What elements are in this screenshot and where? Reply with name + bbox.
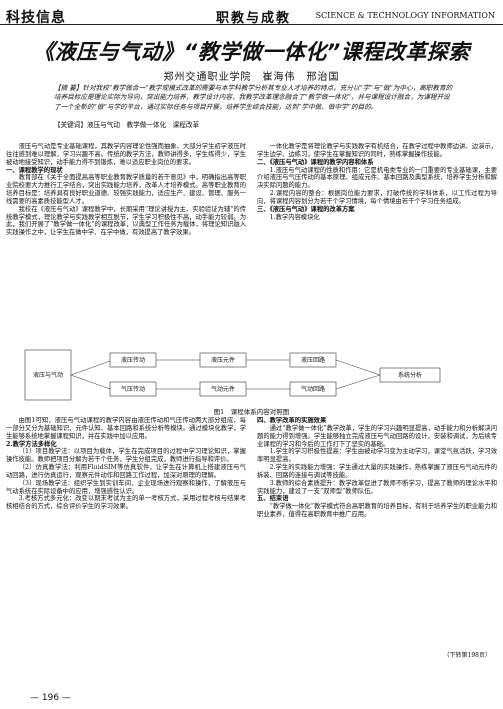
keywords: 【关键词】液压与气动 教学做一体化 课程改革	[54, 121, 200, 129]
box-label: 液压与气动	[33, 371, 63, 379]
abstract: 【摘 要】针对我校“教学做合一”教学观模式改革的需要与本学科教学分析其专业人才培…	[54, 84, 453, 111]
paragraph: 3.教师的综合素质提升：教学改革促进了教师不断学习，提高了教师的理论水平和实践能…	[257, 479, 497, 495]
journal-english: SCIENCE & TECHNOLOGY INFORMATION	[315, 11, 495, 20]
right-column: 一体化教学是将理论教学与实践教学有机结合，在教学过程中教师边讲、边演示，学生边学…	[257, 143, 497, 343]
course-structure-figure: 液压与气动 液压传动 气压传动 液压元件 气动元件 液压回路 气动回路 系统分析	[20, 346, 490, 410]
bottom-right-column: 四、教学改革的实施效果 通过“教学做一体化”教学改革，学生的学习兴趣明显提高，动…	[257, 417, 497, 649]
paragraph: 教育部在《关于全面提高高等职业教育教学质量的若干意见》中，明确指出高等职业院校要…	[6, 174, 246, 205]
box-label: 液压传动	[121, 356, 145, 364]
paragraph: 液压与气动是专业基础课程，其教学内容理论性强而抽象，大部分学生初学液压时往往感到…	[6, 143, 246, 166]
box-label: 气压传动	[121, 385, 145, 393]
section-heading: 二、《液压与气动》课程的教学内容和体系	[257, 158, 374, 166]
article-authors: 郑州交通职业学院 崔海伟 邢治国	[163, 72, 340, 83]
box-label: 液压回路	[301, 356, 325, 364]
header-rule	[0, 24, 503, 25]
box-label: 气动元件	[211, 385, 235, 393]
structure-diagram: 液压与气动 液压传动 气压传动 液压元件 气动元件 液压回路 气动回路 系统分析	[24, 349, 441, 401]
system-box	[379, 367, 441, 383]
box-label: 液压元件	[211, 356, 235, 364]
paragraph: 一体化教学是将理论教学与实践教学有机结合，在教学过程中教师边讲、边演示，学生边学…	[257, 143, 497, 158]
paragraph: 1.液压与气动课程的性质和作用：它是机电类专业的一门重要的专业基础课，主要介绍液…	[257, 166, 497, 190]
page-number: — 196 —	[30, 693, 71, 703]
continuation-note: （下转第198页）	[443, 652, 491, 659]
paragraph: （1）项目教学法：以项目为载体，学生在完成项目的过程中学习理论知识，掌握操作技能…	[6, 448, 246, 464]
paragraph: “教学做一体化”教学模式符合高职教育的培养目标，有利于培养学生的职业能力和职业素…	[257, 503, 497, 519]
section-heading: 三、《液压与气动》课程的改革方案	[257, 205, 355, 213]
paragraph: 1.教学内容模块化	[269, 213, 320, 221]
paragraph: （3）现场教学法：组织学生到实训车间、企业现场进行观察和操作，了解液压与气动系统…	[6, 479, 246, 495]
journal-name: 科技信息	[6, 10, 66, 26]
section-heading: 2.教学方法多样化	[6, 440, 57, 448]
left-column: 液压与气动是专业基础课程，其教学内容理论性强而抽象，大部分学生初学液压时往往感到…	[6, 143, 246, 343]
figure-caption: 图1 课程体系内容对照图	[213, 408, 290, 416]
paragraph: 我校在《液压与气动》课程教学中，长期采用“理论讲授为主、实验验证为辅”的传统教学…	[6, 205, 246, 237]
section-heading: 一、课程教学的现状	[6, 166, 63, 174]
paragraph: 1.学生的学习积极性提高：学生由被动学习变为主动学习，课堂气氛活跃，学习效率明显…	[257, 448, 497, 464]
box-label: 气动回路	[301, 385, 325, 393]
article-title: 《液压与气动》“教学做一体化”课程改革探索	[33, 40, 470, 64]
section-heading: 五、结束语	[257, 495, 289, 503]
paragraph: 通过“教学做一体化”教学改革，学生的学习兴趣明显提高，动手能力和分析解决问题的能…	[257, 424, 497, 448]
paragraph: （2）仿真教学法：利用FluidSIM等仿真软件，让学生在计算机上搭建液压与气动…	[6, 464, 246, 479]
box-label: 系统分析	[398, 371, 422, 379]
section-heading: 四、教学改革的实施效果	[257, 417, 327, 424]
running-header: 科技信息 职教与成教 SCIENCE & TECHNOLOGY INFORMAT…	[6, 4, 495, 26]
paragraph: 3.考核方式多元化：改变以期末考试为主的单一考核方式，采用过程考核与结果考核相结…	[6, 495, 246, 511]
paragraph: 由图1可知，液压与气动课程的教学内容由液压传动和气压传动两大部分组成，每一部分又…	[6, 417, 246, 440]
bottom-left-column: 由图1可知，液压与气动课程的教学内容由液压传动和气压传动两大部分组成，每一部分又…	[6, 417, 246, 649]
paragraph: 2.课程内容的整合：根据岗位能力要求，打破传统的学科体系，以工作过程为导向，将课…	[257, 190, 497, 205]
paragraph: 2.学生的实践能力增强：学生通过大量的实践操作，熟练掌握了液压与气动元件的拆装、…	[257, 464, 497, 479]
section-name: 职教与成教	[216, 11, 292, 26]
